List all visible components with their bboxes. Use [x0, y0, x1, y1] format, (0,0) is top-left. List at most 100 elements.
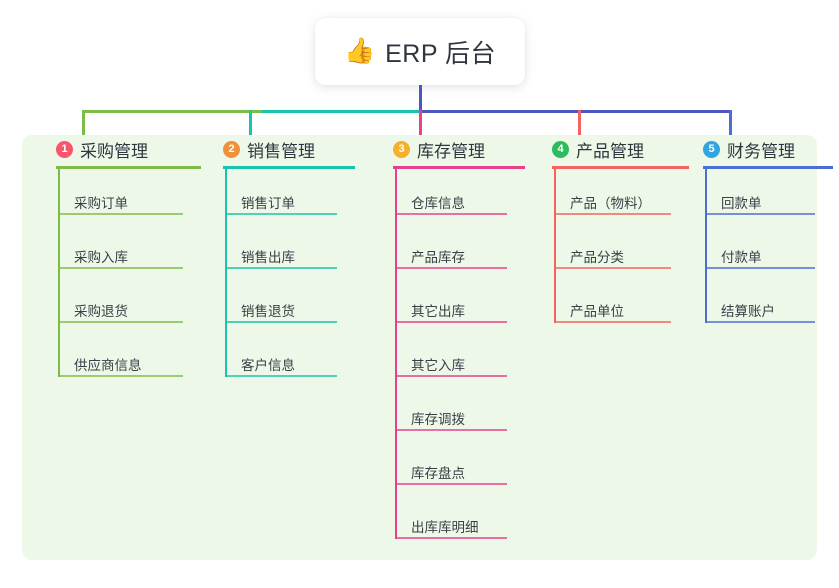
branch-item-rule [225, 213, 337, 215]
branch-item-rule [225, 267, 337, 269]
branch-item[interactable]: 付款单 [691, 223, 833, 277]
branch-item-rule [58, 321, 183, 323]
branch-title: 库存管理 [417, 141, 485, 161]
branch-item-rule [395, 321, 507, 323]
branch-item-rule [705, 267, 815, 269]
branch-item-rule [58, 267, 183, 269]
root-node-label: ERP 后台 [385, 39, 497, 68]
branch-item[interactable]: 销售订单 [211, 169, 355, 223]
branch-items: 采购订单采购入库采购退货供应商信息 [44, 169, 201, 385]
branch-item-label: 销售订单 [241, 196, 295, 211]
branch-item-label: 其它出库 [411, 304, 465, 319]
branch-item-rule [395, 213, 507, 215]
branch-item-rule [395, 537, 507, 539]
branch-item[interactable]: 采购订单 [44, 169, 201, 223]
branch-header-rule [56, 166, 201, 169]
branch-item[interactable]: 出库库明细 [381, 493, 525, 547]
branch-title: 产品管理 [576, 141, 644, 161]
branch-item[interactable]: 采购入库 [44, 223, 201, 277]
branch-items: 产品（物料） 产品分类产品单位 [540, 169, 689, 331]
branch-item[interactable]: 销售退货 [211, 277, 355, 331]
branch-number-badge: 4 [552, 140, 569, 158]
branch-item[interactable]: 供应商信息 [44, 331, 201, 385]
connector-bar-green [82, 110, 262, 113]
branch-item-label: 回款单 [721, 196, 762, 211]
branch-item-label: 产品分类 [570, 250, 624, 265]
branch-column-5: 5 财务管理回款单付款单结算账户 [691, 135, 833, 331]
branch-title: 财务管理 [727, 141, 795, 161]
branch-column-4: 4 产品管理产品（物料） 产品分类产品单位 [540, 135, 689, 331]
branch-item-label: 采购入库 [74, 250, 128, 265]
branch-item[interactable]: 回款单 [691, 169, 833, 223]
branch-item-rule [705, 213, 815, 215]
branch-item-label: 供应商信息 [74, 358, 142, 373]
branch-column-3: 3 库存管理仓库信息产品库存其它出库其它入库库存调拨库存盘点出库库明细 [381, 135, 525, 547]
branch-item-rule [395, 429, 507, 431]
connector-drop-5 [729, 110, 732, 142]
connector-bar-blue [420, 110, 732, 113]
branch-item-label: 客户信息 [241, 358, 295, 373]
mindmap-panel: 1 采购管理采购订单采购入库采购退货供应商信息 2 销售管理销售订单销售出库销售退货客… [22, 135, 833, 560]
branch-item[interactable]: 仓库信息 [381, 169, 525, 223]
branch-item-label: 采购退货 [74, 304, 128, 319]
branch-spine [705, 169, 707, 323]
branch-number-badge: 1 [56, 140, 73, 158]
branch-header-3[interactable]: 3 库存管理 [381, 135, 525, 163]
branch-items: 销售订单销售出库销售退货客户信息 [211, 169, 355, 385]
branch-column-2: 2 销售管理销售订单销售出库销售退货客户信息 [211, 135, 355, 385]
branch-item-rule [58, 375, 183, 377]
branch-item-label: 产品（物料） [570, 196, 651, 211]
branch-spine [395, 169, 397, 539]
branch-spine [225, 169, 227, 377]
branch-items: 回款单付款单结算账户 [691, 169, 833, 331]
branch-header-rule [393, 166, 525, 169]
branch-item[interactable]: 产品单位 [540, 277, 689, 331]
branch-item-label: 结算账户 [721, 304, 775, 319]
branch-item-rule [225, 321, 337, 323]
branch-title: 销售管理 [247, 141, 315, 161]
branch-item-label: 库存调拨 [411, 412, 465, 427]
branch-item-rule [395, 267, 507, 269]
branch-item-label: 采购订单 [74, 196, 128, 211]
connector-drop-2 [249, 110, 252, 142]
branch-item[interactable]: 产品库存 [381, 223, 525, 277]
branch-number-badge: 5 [703, 140, 720, 158]
branch-header-rule [552, 166, 689, 169]
branch-item-label: 库存盘点 [411, 466, 465, 481]
branch-header-1[interactable]: 1 采购管理 [44, 135, 201, 163]
branch-item[interactable]: 库存盘点 [381, 439, 525, 493]
branch-item-rule [395, 375, 507, 377]
branch-item[interactable]: 其它出库 [381, 277, 525, 331]
branch-item[interactable]: 结算账户 [691, 277, 833, 331]
branch-header-2[interactable]: 2 销售管理 [211, 135, 355, 163]
branch-item[interactable]: 采购退货 [44, 277, 201, 331]
branch-header-5[interactable]: 5 财务管理 [691, 135, 833, 163]
branch-spine [58, 169, 60, 377]
branch-header-4[interactable]: 4 产品管理 [540, 135, 689, 163]
connector-drop-4 [578, 110, 581, 142]
branch-item[interactable]: 其它入库 [381, 331, 525, 385]
root-node[interactable]: 👍 ERP 后台 [315, 18, 525, 85]
branch-item-label: 产品单位 [570, 304, 624, 319]
branch-header-rule [223, 166, 355, 169]
branch-item-rule [554, 267, 671, 269]
branch-item-label: 出库库明细 [411, 520, 479, 535]
branch-header-rule [703, 166, 833, 169]
branch-item-label: 其它入库 [411, 358, 465, 373]
branch-number-badge: 3 [393, 140, 410, 158]
branch-item[interactable]: 客户信息 [211, 331, 355, 385]
branch-number-badge: 2 [223, 140, 240, 158]
branch-item[interactable]: 库存调拨 [381, 385, 525, 439]
branch-item[interactable]: 产品分类 [540, 223, 689, 277]
thumbs-up-icon: 👍 [343, 37, 376, 65]
branch-spine [554, 169, 556, 323]
root-stem-connector [419, 85, 422, 110]
branch-item-label: 仓库信息 [411, 196, 465, 211]
branch-item-rule [554, 213, 671, 215]
branch-title: 采购管理 [80, 141, 148, 161]
branch-item[interactable]: 销售出库 [211, 223, 355, 277]
branch-item-label: 销售出库 [241, 250, 295, 265]
branch-item[interactable]: 产品（物料） [540, 169, 689, 223]
branch-column-1: 1 采购管理采购订单采购入库采购退货供应商信息 [44, 135, 201, 385]
